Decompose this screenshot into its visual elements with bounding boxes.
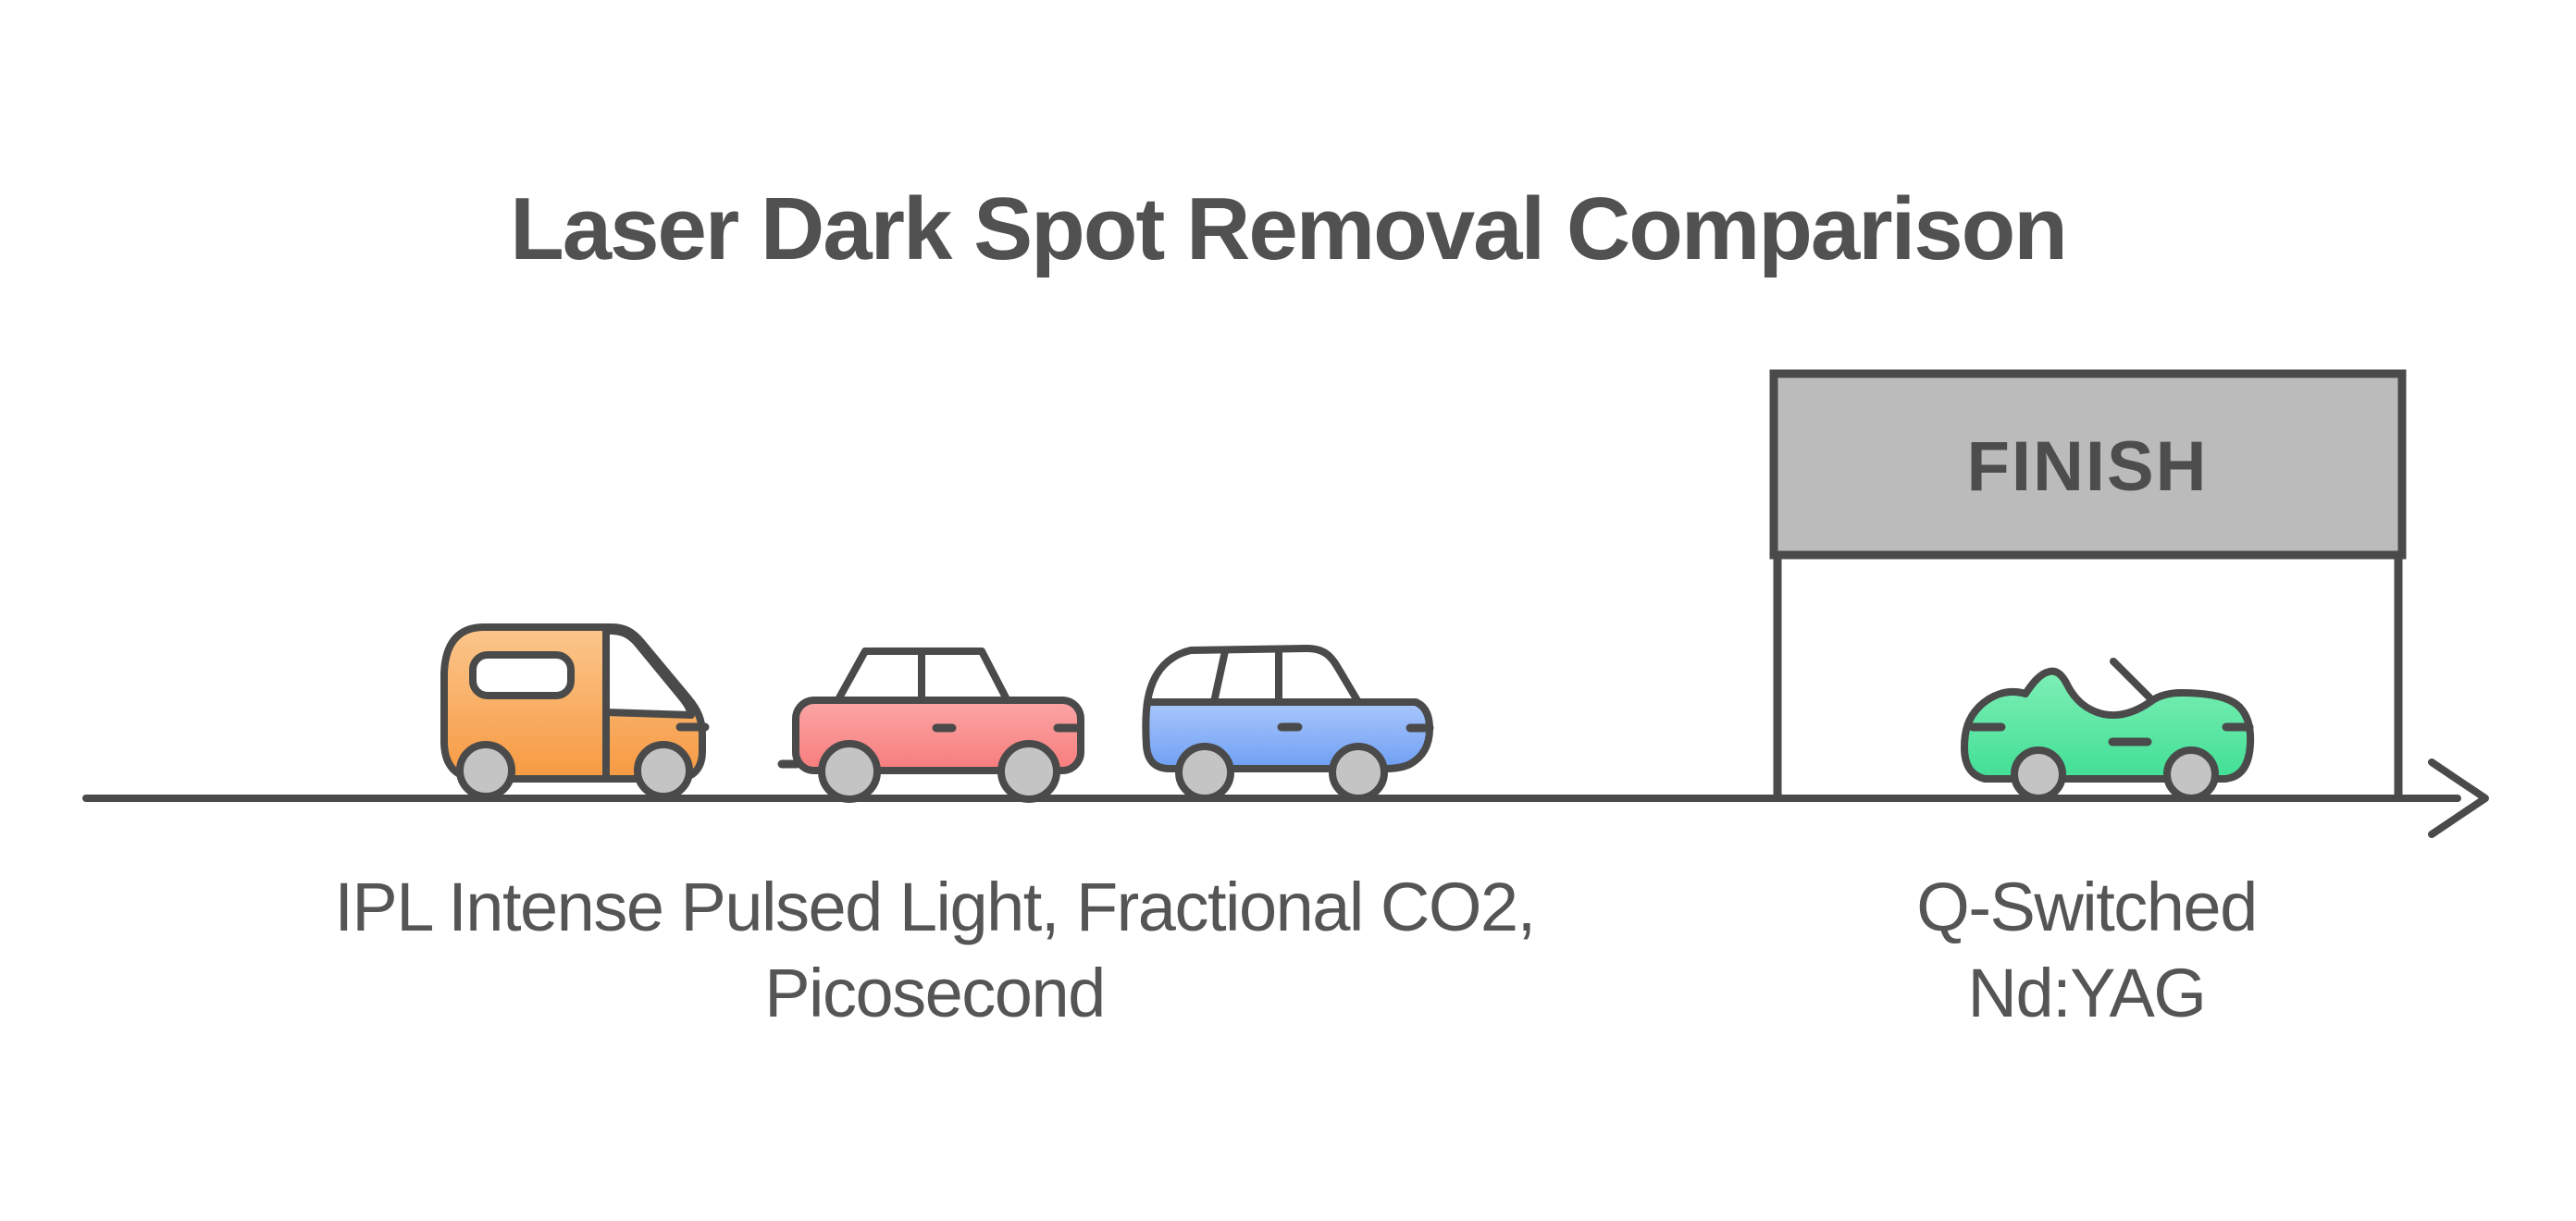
van-rear-wheel	[456, 741, 515, 800]
convertible-rear-wheel	[2163, 746, 2219, 802]
van-side-window	[469, 651, 575, 699]
slow-lasers-label-line2: Picosecond	[764, 955, 1106, 1031]
slow-lasers-label-line1: IPL Intense Pulsed Light, Fractional CO2…	[334, 869, 1536, 945]
fast-laser-label-line2: Nd:YAG	[1967, 955, 2207, 1031]
slow-lasers-label: IPL Intense Pulsed Light, Fractional CO2…	[334, 864, 1536, 1036]
wagon-front-wheel	[1329, 743, 1388, 802]
fast-laser-label: Q-Switched Nd:YAG	[1916, 864, 2258, 1036]
convertible-windshield-line	[2110, 658, 2157, 705]
wagon-rear-wheel	[1175, 743, 1234, 802]
orange-van-icon	[440, 623, 710, 800]
finish-banner	[1769, 369, 2407, 560]
finish-gate: FINISH	[1769, 369, 2407, 798]
red-sedan-icon	[777, 648, 1084, 803]
green-convertible-icon	[1961, 658, 2255, 802]
finish-label: FINISH	[1966, 427, 2208, 506]
blue-wagon-icon	[1142, 645, 1434, 802]
arrow-right-icon	[2428, 758, 2489, 838]
van-front-wheel	[634, 741, 693, 800]
diagram-title: Laser Dark Spot Removal Comparison	[510, 179, 2068, 278]
wagon-pillar-line-1	[1210, 648, 1229, 706]
fast-laser-label-line1: Q-Switched	[1916, 869, 2258, 945]
sedan-rear-wheel	[818, 740, 881, 803]
sedan-front-wheel	[997, 740, 1060, 803]
convertible-front-wheel	[2011, 746, 2066, 802]
